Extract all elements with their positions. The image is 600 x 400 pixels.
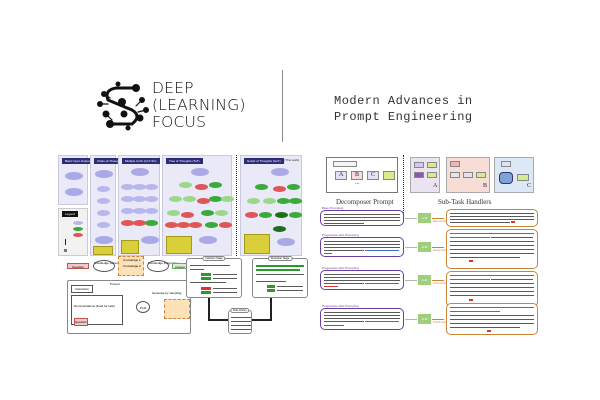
brand-line-1: DEEP xyxy=(152,79,194,97)
legend-abandon xyxy=(64,249,67,252)
title-line-1: Modern Advances in xyxy=(334,94,473,108)
prompt-box xyxy=(320,270,404,290)
brand-wordmark: DEEP (LEARNING) FOCUS xyxy=(152,80,246,131)
letter-b: B xyxy=(355,172,360,178)
llm-box: LLM xyxy=(418,242,431,252)
llm-box: LLM xyxy=(418,213,431,223)
legend-unscored xyxy=(73,221,83,225)
neural-network-s-icon xyxy=(97,81,149,131)
knowledge-2: Knowledge 2 xyxy=(123,264,141,268)
demonstrations-box: Demonstrations (fixed for task) Question xyxy=(71,295,123,326)
deduction-title: Deduction Stage xyxy=(267,256,293,261)
induction-stage: Induction Stage xyxy=(186,256,242,298)
panel-title: Graph of Thoughts (GoT) xyxy=(244,158,284,164)
row-label: Progressive-Hint Prompting xyxy=(322,233,359,237)
panel-got: Graph of Thoughts (GoT) [This work] xyxy=(240,155,302,256)
panel-separator xyxy=(236,155,237,256)
output-node xyxy=(277,238,295,246)
prompt-label: Prompt xyxy=(110,282,120,286)
panel-title: Basic Input-Output (IO) xyxy=(62,158,99,164)
question-chip: Question xyxy=(74,318,88,326)
this-work-tag: [This work] xyxy=(284,158,299,162)
instruction-box: Instruction xyxy=(71,285,93,293)
llm-box: LLM xyxy=(418,314,431,324)
rule-library-title: Rule Library xyxy=(230,308,250,313)
arrow-label: Second Answer xyxy=(433,249,451,252)
output-node xyxy=(95,236,113,244)
header-divider xyxy=(282,70,283,142)
handler-a: A xyxy=(410,157,440,193)
input-node xyxy=(95,170,113,178)
panel-title: Tree of Thoughts (ToT) xyxy=(166,158,203,164)
decomposer-prompt-box: A B C ... xyxy=(326,157,398,193)
note-box xyxy=(166,236,192,254)
prompt-box xyxy=(320,237,404,257)
row-label: Progressive-Hint Prompting xyxy=(322,304,359,308)
note-box xyxy=(121,240,139,254)
decomposer-caption: Decomposer Prompt xyxy=(336,198,394,206)
brand-line-3: FOCUS xyxy=(152,113,207,131)
handler-letter-b: B xyxy=(483,183,488,189)
prompt-box xyxy=(320,210,404,226)
legend-negative xyxy=(73,233,83,237)
output-node xyxy=(141,236,159,244)
generate-label: Generate by sampling xyxy=(152,291,182,295)
response-box xyxy=(446,229,538,269)
output-node xyxy=(65,188,83,196)
handler-letter-a: A xyxy=(433,183,438,189)
response-box xyxy=(446,271,538,307)
legend-title: Legend xyxy=(62,211,79,217)
output-node xyxy=(199,236,217,244)
panel-title: Multiple CoTs (CoT-SC) xyxy=(122,158,160,164)
panel-cot-sc: Multiple CoTs (CoT-SC) xyxy=(118,155,160,256)
knowledge-generation-node: Knowledge Generation xyxy=(93,260,125,272)
panel-io: Basic Input-Output (IO) xyxy=(58,155,99,205)
rule-library: Rule Library xyxy=(228,308,252,334)
knowledge-integration-node: Knowledge Integration xyxy=(147,260,178,272)
page-title: Modern Advances in Prompt Engineering xyxy=(334,93,473,125)
database-icon xyxy=(499,172,513,184)
row-label: Base Prompting xyxy=(322,206,344,210)
input-node xyxy=(131,168,149,176)
panel-tot: Tree of Thoughts (ToT) xyxy=(162,155,234,256)
row-label: Progressive-Hint Prompting xyxy=(322,266,359,270)
arrow-label: Fourth Answer xyxy=(433,321,450,324)
response-box xyxy=(446,303,538,335)
induction-title: Induction Stage xyxy=(202,256,226,261)
legend: Legend xyxy=(58,208,88,256)
handler-c: C xyxy=(494,157,534,193)
arrow xyxy=(208,298,210,320)
handler-b: B xyxy=(446,157,490,193)
prompt-detail: Prompt Instruction Demonstrations (fixed… xyxy=(67,280,191,334)
legend-positive xyxy=(73,227,83,231)
note-box xyxy=(93,246,113,255)
brand-line-2: (LEARNING) xyxy=(152,96,246,114)
handlers-caption: Sub-Task Handlers xyxy=(438,198,492,206)
arrow-label: Base Answer xyxy=(433,220,448,223)
note-box xyxy=(244,234,270,254)
letter-a: A xyxy=(339,172,344,178)
separator xyxy=(403,155,404,215)
arrow-label: Third Answer xyxy=(433,282,448,285)
llm-box: LLM xyxy=(418,275,431,285)
question-box: Question xyxy=(67,263,89,269)
panel-title: Chain-of-Thought (CoT) xyxy=(94,158,132,164)
demonstrations-label: Demonstrations (fixed for task) xyxy=(74,304,115,308)
plm-node: PLM xyxy=(136,301,150,313)
ellipsis: ... xyxy=(355,180,360,186)
legend-dependency xyxy=(65,239,66,245)
input-node xyxy=(65,172,83,180)
deduction-stage: Deduction Stage xyxy=(252,256,308,298)
knowledge-list: Knowledge 1 Knowledge 2 xyxy=(118,256,144,276)
response-box xyxy=(446,209,538,227)
handler-letter-c: C xyxy=(527,183,532,189)
input-node xyxy=(271,168,289,176)
title-line-2: Prompt Engineering xyxy=(334,110,473,124)
letter-c: C xyxy=(371,172,376,178)
input-node xyxy=(191,168,209,176)
prompt-box xyxy=(320,308,404,330)
panel-cot: Chain-of-Thought (CoT) xyxy=(90,155,132,256)
knowledge-1: Knowledge 1 xyxy=(123,258,141,262)
